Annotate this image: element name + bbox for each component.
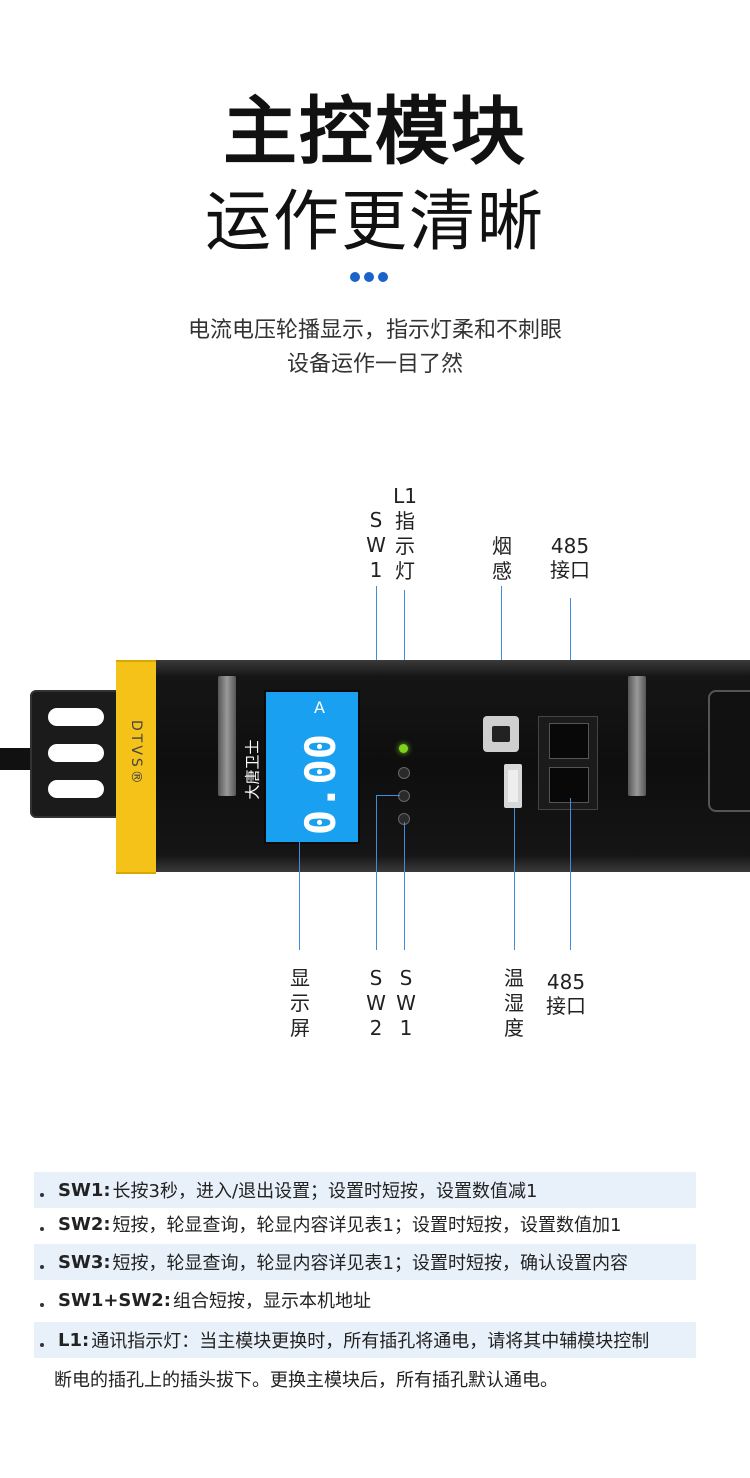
note-sw1: SW1:长按3秒，进入/退出设置；设置时短按，设置数值减1 <box>34 1172 696 1208</box>
note-l1: L1:通讯指示灯：当主模块更换时，所有插孔将通电，请将其中辅模块控制 <box>34 1322 696 1358</box>
leader-display <box>299 840 300 950</box>
current-unit: A <box>314 698 325 717</box>
rj45-port-1[interactable] <box>549 723 589 759</box>
note-sw1-sw2: SW1+SW2:组合短按，显示本机地址 <box>34 1282 696 1318</box>
description-line-2: 设备运作一目了然 <box>286 352 463 377</box>
leader-485-bottom <box>570 798 571 950</box>
leader-sw2-h <box>376 795 400 796</box>
divider-left <box>218 676 236 796</box>
divider-right <box>628 676 646 796</box>
decorative-dots <box>350 272 388 282</box>
leader-smoke <box>501 586 502 718</box>
description-line-1: 电流电压轮播显示，指示灯柔和不刺眼 <box>187 318 562 343</box>
sw2-button[interactable] <box>398 790 410 802</box>
note-sw3: SW3:短按，轮显查询，轮显内容详见表1；设置时短按，确认设置内容 <box>34 1244 696 1280</box>
leader-sw1-bottom <box>404 822 405 950</box>
leader-sw2 <box>376 795 377 950</box>
label-smoke-sensor: 烟感 <box>492 534 512 583</box>
rj45-port-2[interactable] <box>549 767 589 803</box>
label-temp-humidity: 温湿度 <box>504 966 524 1040</box>
display-screen <box>264 690 360 844</box>
page-subtitle: 运作更清晰 <box>205 183 545 260</box>
rj45-port-block <box>538 716 598 810</box>
l1-indicator-led <box>399 744 408 753</box>
leader-temp <box>514 808 515 950</box>
power-socket <box>708 690 750 812</box>
label-display-screen: 显示屏 <box>290 966 310 1040</box>
smoke-sensor-port[interactable] <box>483 716 519 752</box>
note-l1-continuation: 断电的插孔上的插头拔下。更换主模块后，所有插孔默认通电。 <box>54 1370 558 1391</box>
current-reading: 0.00 <box>296 733 346 836</box>
temp-humidity-port[interactable] <box>504 764 522 808</box>
page-title: 主控模块 <box>223 89 527 175</box>
brand-logo-cap: DTVS® <box>128 720 144 787</box>
note-sw2: SW2:短按，轮显查询，轮显内容详见表1；设置时短按，设置数值加1 <box>34 1206 696 1242</box>
end-cap <box>116 660 156 874</box>
pdu-body <box>156 660 750 872</box>
sw1-button[interactable] <box>398 767 410 779</box>
mounting-bracket <box>30 690 122 818</box>
